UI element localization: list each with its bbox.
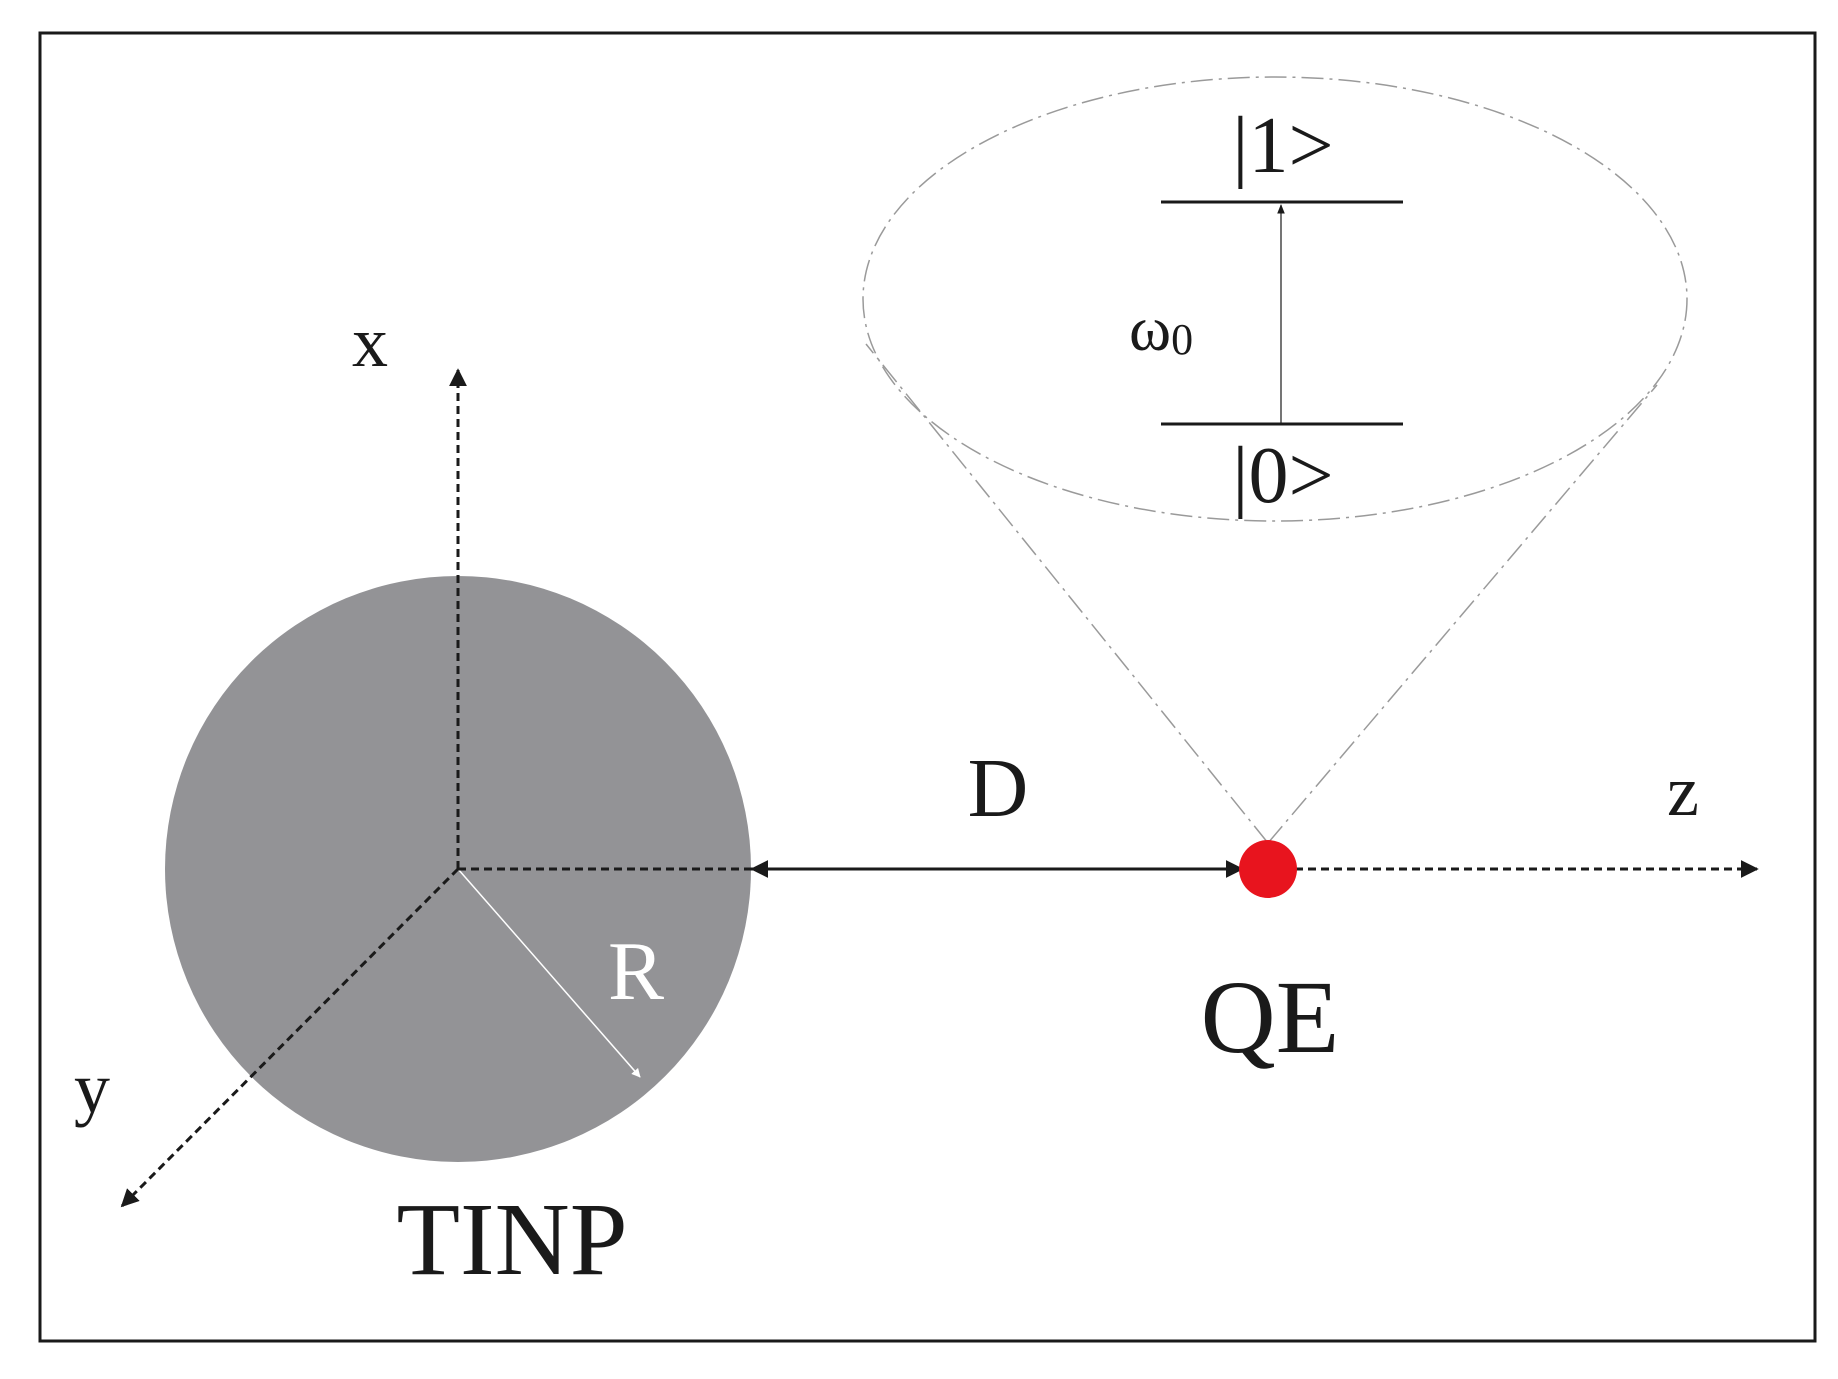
- radius-label: R: [608, 925, 664, 1018]
- distance-label: D: [968, 742, 1029, 835]
- cone-line-right: [1267, 384, 1658, 844]
- ground-state-label: |0>: [1232, 432, 1333, 520]
- radius-line: [457, 868, 641, 1078]
- axis-y-label: y: [74, 1048, 110, 1128]
- y-axis: [120, 867, 460, 1208]
- figure-frame: [38, 31, 1817, 1343]
- excited-state-label: |1>: [1232, 102, 1333, 190]
- transition-frequency-base: ω: [1129, 293, 1171, 364]
- transition-frequency-subscript: 0: [1171, 315, 1193, 364]
- quantum-emitter-dot: [1239, 840, 1297, 898]
- emitter-label: QE: [1201, 960, 1340, 1075]
- axis-x-label: x: [352, 302, 388, 382]
- transition-frequency-label: ω0: [1129, 293, 1193, 364]
- nanoparticle-label: TINP: [396, 1182, 627, 1297]
- energy-level-ellipse: [862, 76, 1688, 522]
- axis-z-label: z: [1667, 751, 1699, 831]
- cone-line-left: [865, 343, 1269, 844]
